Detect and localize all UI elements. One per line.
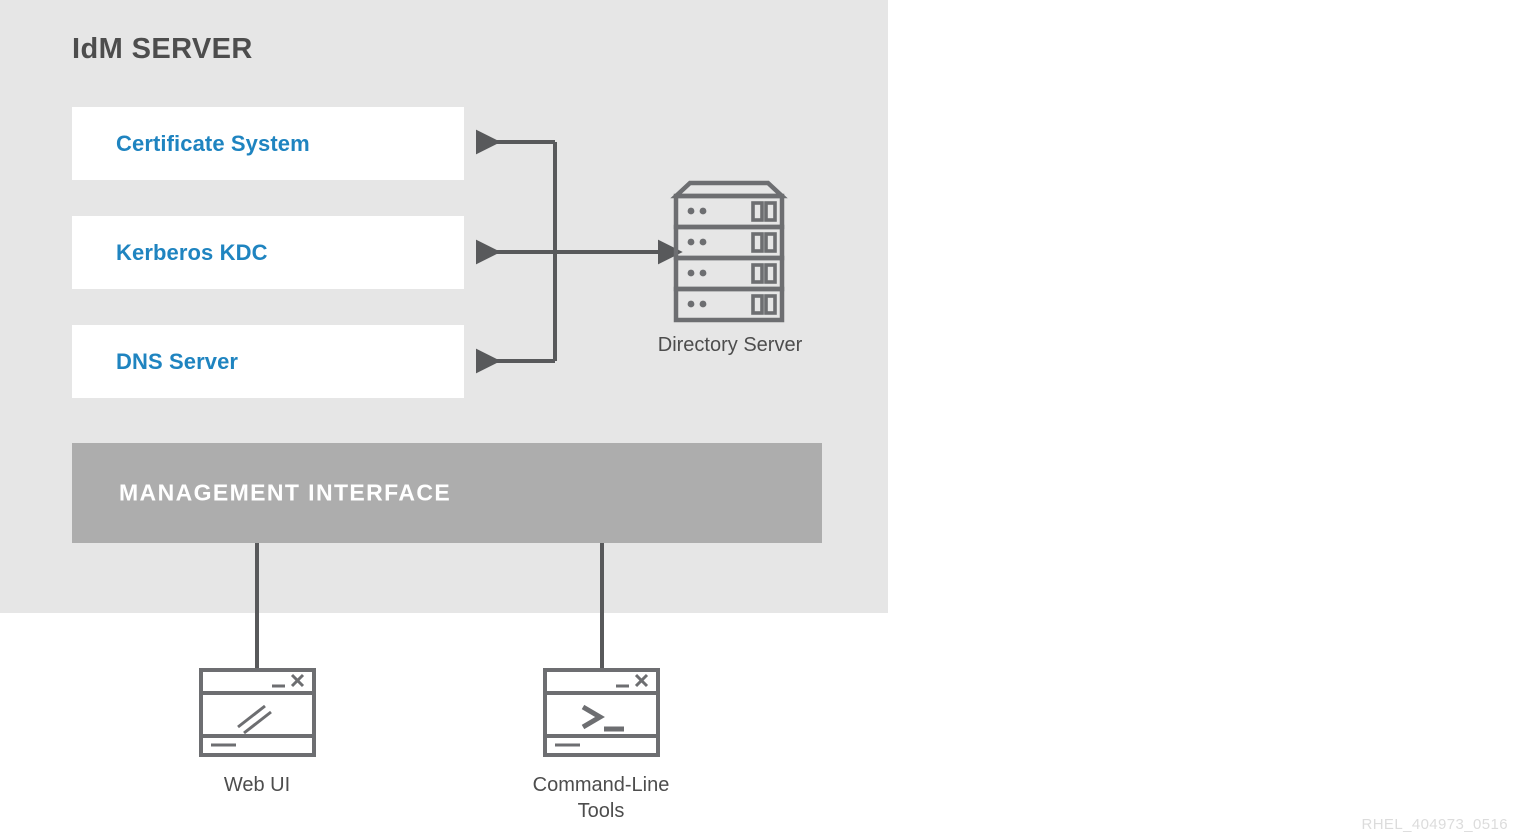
- service-label-certificate-system: Certificate System: [116, 130, 310, 156]
- idm-server-title: IdM SERVER: [72, 33, 253, 65]
- browser-window-icon: [199, 668, 316, 757]
- command-line-tools-label: Command-Line Tools: [532, 774, 670, 822]
- directory-server-label: Directory Server: [657, 334, 803, 356]
- service-box-certificate-system[interactable]: Certificate System: [72, 107, 464, 180]
- terminal-prompt-icon: [581, 704, 624, 732]
- terminal-window-icon: [543, 668, 660, 757]
- watermark-label: RHEL_404973_0516: [1361, 816, 1508, 833]
- web-ui-label: Web UI: [223, 774, 291, 796]
- management-interface-label: MANAGEMENT INTERFACE: [119, 479, 452, 506]
- service-box-dns-server[interactable]: DNS Server: [72, 325, 464, 398]
- browser-close-icon[interactable]: [290, 673, 305, 688]
- service-box-kerberos-kdc[interactable]: Kerberos KDC: [72, 216, 464, 289]
- service-label-dns-server: DNS Server: [116, 348, 239, 374]
- service-label-kerberos-kdc: Kerberos KDC: [116, 239, 268, 265]
- management-interface-bar[interactable]: MANAGEMENT INTERFACE: [72, 443, 822, 543]
- terminal-close-icon[interactable]: [634, 673, 649, 688]
- browser-content-lines: [237, 704, 272, 735]
